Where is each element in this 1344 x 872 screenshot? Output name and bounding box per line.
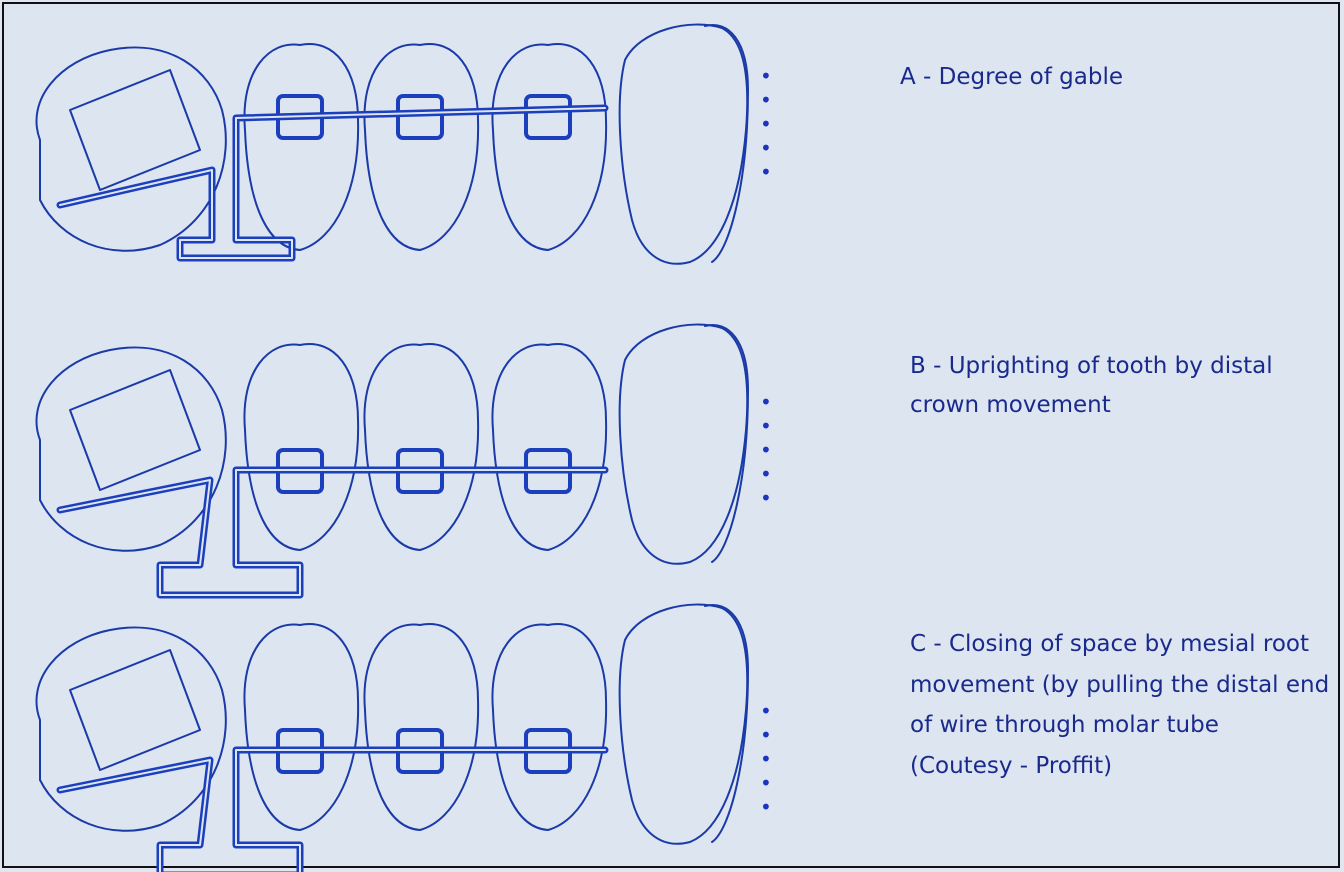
molar-outline — [36, 47, 225, 250]
bracket-3 — [526, 96, 570, 138]
caption-c-line-3: of wire through molar tube — [910, 705, 1329, 746]
arch-wire — [60, 750, 605, 872]
caption-a-line-1: A - Degree of gable — [900, 58, 1123, 97]
premolar-outline-1 — [244, 624, 358, 830]
premolar-outline-1 — [244, 44, 358, 250]
panel-a — [36, 25, 748, 264]
caption-c: C - Closing of space by mesial root move… — [910, 624, 1329, 786]
caption-c-line-1: C - Closing of space by mesial root — [910, 624, 1329, 665]
arch-wire — [60, 470, 605, 595]
dot-leader-c: • • • • • — [760, 699, 779, 819]
incisor-outline — [620, 25, 748, 264]
arch-wire-highlight — [60, 750, 605, 872]
panel-c — [36, 605, 748, 872]
arch-wire — [60, 108, 605, 258]
caption-b: B - Uprighting of tooth by distal crown … — [910, 347, 1273, 425]
premolar-outline-1 — [244, 344, 358, 550]
caption-b-line-1: B - Uprighting of tooth by distal — [910, 347, 1273, 386]
incisor-edge — [705, 25, 748, 262]
molar-tube — [70, 650, 200, 770]
caption-b-line-2: crown movement — [910, 386, 1273, 425]
caption-c-line-2: movement (by pulling the distal end — [910, 665, 1329, 706]
incisor-edge — [705, 605, 748, 842]
panel-b — [36, 325, 748, 595]
incisor-outline — [620, 605, 748, 844]
dot-leader-b: • • • • • — [760, 390, 779, 510]
premolar-outline-2 — [364, 44, 478, 250]
dot-leader-a: • • • • • — [760, 64, 779, 184]
premolar-outline-3 — [492, 624, 606, 830]
molar-outline — [36, 347, 225, 550]
caption-a: A - Degree of gable — [900, 58, 1123, 97]
premolar-outline-3 — [492, 344, 606, 550]
premolar-outline-3 — [492, 44, 606, 250]
molar-outline — [36, 627, 225, 830]
bracket-2 — [398, 96, 442, 138]
premolar-outline-2 — [364, 624, 478, 830]
arch-wire-highlight — [60, 470, 605, 595]
caption-c-line-4: (Coutesy - Proffit) — [910, 746, 1329, 787]
molar-tube — [70, 70, 200, 190]
molar-tube — [70, 370, 200, 490]
incisor-edge — [705, 325, 748, 562]
incisor-outline — [620, 325, 748, 564]
premolar-outline-2 — [364, 344, 478, 550]
